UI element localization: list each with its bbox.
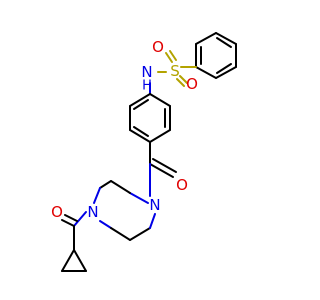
bond-pip-7 — [129, 227, 151, 241]
atom-label-o-amide-right: O — [176, 176, 188, 194]
bond-pip-5 — [99, 220, 112, 229]
atom-label-n-piperazine-left: N — [87, 203, 98, 221]
bond-cyclopropyl-3 — [73, 249, 87, 272]
atom-label-o-sulfonyl-bottom: O — [186, 75, 198, 93]
piperazine-ring — [93, 180, 156, 241]
atom-label-o-amide-left: O — [51, 203, 63, 221]
bond-s-o-top-b — [169, 50, 177, 61]
bond-n-carbonyl-left — [73, 211, 87, 227]
bond-s-o-top-a — [165, 52, 173, 63]
bond-ring-inner-3 — [133, 99, 149, 110]
bond-ring-3 — [149, 129, 171, 143]
bond-s-o-bottom-a — [176, 78, 185, 87]
bond-ring-1 — [149, 93, 171, 107]
cyclopropanecarbonyl — [61, 211, 87, 272]
atom-labels: N H S O O O N N O — [51, 38, 198, 221]
central-phenylene-ring — [129, 82, 171, 143]
bond-phenyl-inner-1 — [216, 37, 232, 48]
bond-carbonyl-left-o-a — [61, 219, 75, 227]
bond-cyclopropyl-1 — [61, 249, 75, 272]
bond-phenyl-3 — [215, 66, 237, 79]
bond-phenyl-6 — [195, 32, 217, 45]
bond-ring-6 — [129, 93, 151, 107]
bond-pip-2 — [110, 180, 131, 194]
label-backgrounds — [50, 38, 199, 221]
bond-carbonyl-o-b — [152, 158, 177, 173]
amide-carbonyl-right — [149, 141, 177, 197]
bond-pip-4 — [93, 187, 101, 204]
bond-carbonyl-o-a — [149, 163, 174, 178]
phenyl-ring — [195, 32, 237, 79]
atom-label-n: N — [141, 63, 152, 81]
bond-pip-1 — [129, 192, 149, 204]
bond-phenyl-inner-2 — [216, 63, 232, 74]
bond-phenyl-4 — [195, 66, 217, 79]
sulfonyl-group — [157, 50, 197, 87]
atom-label-o-sulfonyl-top: O — [152, 38, 164, 56]
bond-pip-8 — [149, 213, 156, 229]
bond-s-o-bottom-b — [179, 75, 188, 84]
bond-ring-4 — [129, 129, 151, 143]
atom-label-s: S — [170, 62, 180, 80]
bond-phenyl-1 — [215, 32, 237, 45]
atom-label-h: H — [142, 79, 152, 94]
molecule-structure: N H S O O O N N O — [50, 32, 237, 272]
bond-pip-6 — [110, 227, 131, 241]
bond-carbonyl-left-o-b — [64, 214, 78, 222]
bond-ring-inner-2 — [133, 126, 149, 137]
atom-label-n-piperazine-right: N — [149, 196, 160, 214]
bond-pip-3 — [99, 180, 112, 189]
